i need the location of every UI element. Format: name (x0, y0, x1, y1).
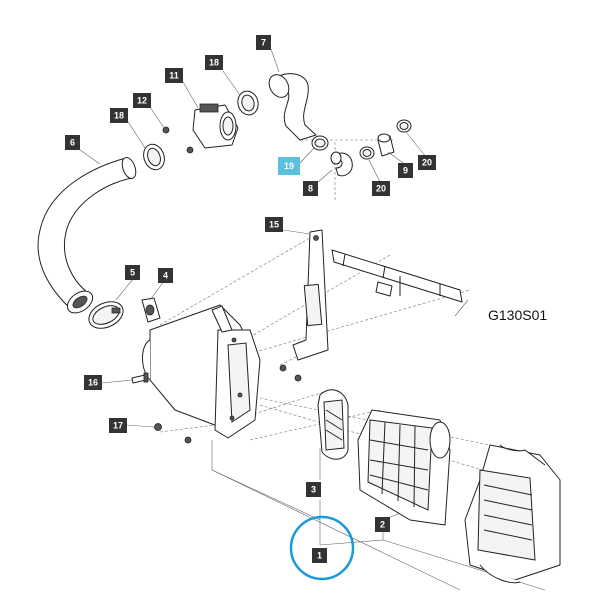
part-20-clamp-b (396, 119, 412, 133)
svg-text:20: 20 (422, 158, 432, 168)
callout-1[interactable]: 1 (312, 548, 327, 563)
svg-text:17: 17 (113, 421, 123, 431)
callout-5[interactable]: 5 (125, 265, 140, 280)
callout-15[interactable]: 15 (265, 217, 283, 232)
rail-assembly (331, 249, 463, 303)
part-8-small-hose (330, 151, 353, 177)
svg-text:19: 19 (284, 161, 294, 171)
part-18-clamp-right (237, 90, 259, 116)
svg-text:18: 18 (114, 111, 124, 121)
callout-7[interactable]: 7 (256, 35, 271, 50)
callout-20-middle[interactable]: 20 (372, 181, 390, 196)
part-7-elbow-hose (268, 73, 317, 141)
callout-18-lower[interactable]: 18 (110, 108, 128, 123)
callout-3[interactable]: 3 (306, 482, 321, 497)
callout-8[interactable]: 8 (303, 181, 318, 196)
svg-text:4: 4 (163, 271, 168, 281)
svg-text:12: 12 (137, 96, 147, 106)
svg-text:6: 6 (70, 138, 75, 148)
callout-2[interactable]: 2 (375, 517, 390, 532)
callout-17[interactable]: 17 (109, 418, 127, 433)
callout-16[interactable]: 16 (84, 375, 102, 390)
part-4-valve (141, 297, 161, 323)
callout-20-right[interactable]: 20 (418, 155, 436, 170)
callout-19-highlighted[interactable]: 19 (278, 157, 300, 175)
part-11-sensor-housing (192, 103, 239, 149)
callout-6[interactable]: 6 (65, 135, 80, 150)
highlight-circle (289, 515, 355, 581)
callout-11[interactable]: 11 (165, 68, 183, 83)
svg-text:9: 9 (403, 166, 408, 176)
air-filter-housing-front (142, 304, 261, 439)
svg-text:1: 1 (317, 551, 322, 561)
part-12-screws (162, 126, 194, 154)
svg-text:16: 16 (88, 378, 98, 388)
part-2-filter-cartridge (357, 409, 451, 526)
svg-text:2: 2 (380, 520, 385, 530)
callout-18-upper[interactable]: 18 (205, 55, 223, 70)
svg-text:5: 5 (130, 268, 135, 278)
part-9-fitting (377, 133, 395, 157)
housing-fasteners (184, 364, 302, 444)
callout-4[interactable]: 4 (158, 268, 173, 283)
svg-text:20: 20 (376, 184, 386, 194)
callout-12[interactable]: 12 (133, 93, 151, 108)
svg-text:3: 3 (311, 485, 316, 495)
part-3-filter-element (317, 389, 349, 460)
svg-text:7: 7 (261, 38, 266, 48)
part-17-nut (154, 423, 162, 431)
part-5-band-clamp (88, 301, 124, 329)
part-6-intake-hose (37, 156, 137, 314)
part-20-clamp-a (359, 146, 375, 160)
svg-text:11: 11 (169, 71, 179, 81)
diagram-code-label: G130S01 (488, 307, 547, 323)
part-18-clamp-left (143, 143, 165, 171)
svg-text:8: 8 (308, 184, 313, 194)
callout-leader-lines (79, 48, 469, 428)
svg-text:18: 18 (209, 58, 219, 68)
callout-9[interactable]: 9 (398, 163, 413, 178)
part-1-outer-cover (464, 444, 561, 584)
part-15-bracket-plate (292, 229, 329, 361)
part-19-small-clamp (311, 135, 329, 151)
svg-text:15: 15 (269, 220, 279, 230)
part-16-screw (131, 372, 149, 384)
